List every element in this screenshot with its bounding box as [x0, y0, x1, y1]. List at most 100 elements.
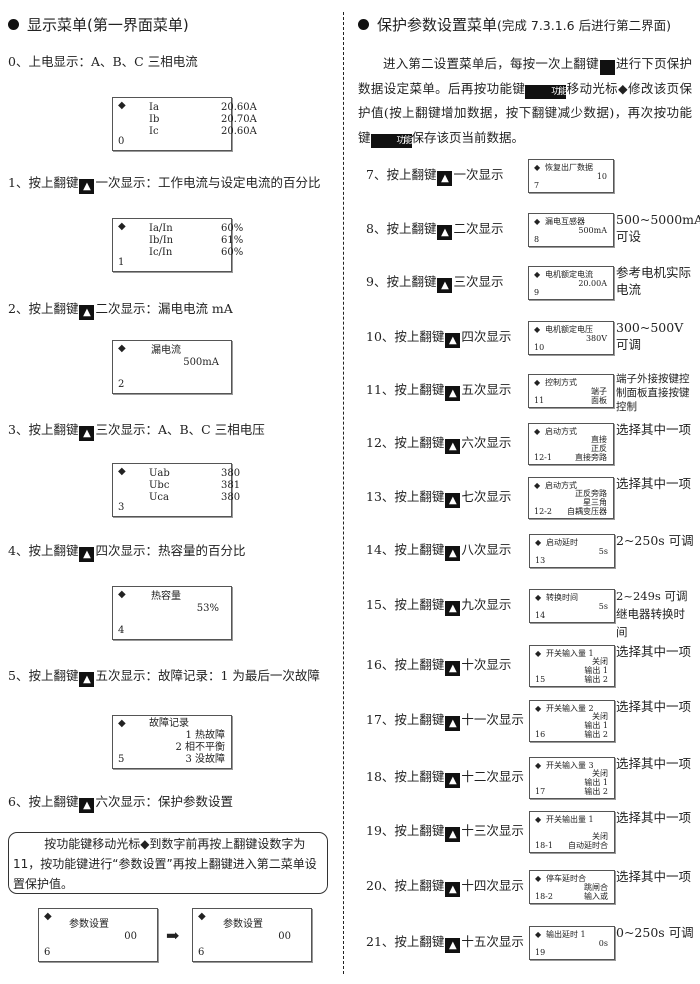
step-suffix: 十五次显示 — [461, 934, 524, 949]
display-index: 18-2 — [535, 892, 553, 901]
cursor-diamond-icon: ◆ — [118, 100, 126, 111]
up-key-icon: ▲ — [445, 661, 461, 676]
display-label: Uab — [149, 468, 170, 479]
display-value: 20.70A — [221, 114, 257, 125]
display-values: 5s — [599, 602, 608, 611]
up-key-icon: ▲ — [445, 386, 461, 401]
cursor-diamond-icon: ◆ — [118, 466, 126, 477]
display-title: 输出延时 1 — [546, 930, 586, 939]
display-row: 500mA — [149, 357, 219, 369]
cursor-diamond-icon: ◆ — [118, 343, 126, 354]
display-index: 11 — [534, 396, 545, 405]
display-value: 输出 2 — [584, 730, 608, 739]
display-value: 关闭 — [592, 712, 608, 721]
display-value: 60% — [221, 223, 244, 234]
display-value: 输出 2 — [584, 675, 608, 684]
display-title: 启动延时 — [546, 538, 578, 547]
display-title: 启动方式 — [545, 427, 577, 436]
display-label: Ic — [149, 126, 159, 137]
display-value: 输出 2 — [584, 787, 608, 796]
display-value: 输出 1 — [584, 666, 608, 675]
display-label: Ib — [149, 114, 160, 125]
display-title: 电机额定电压 — [545, 325, 593, 334]
display-values: 5s — [599, 547, 608, 556]
step-suffix: 四次显示：热容量的百分比 — [95, 543, 246, 558]
display-title: 启动方式 — [545, 481, 577, 490]
display-value: 星三角 — [583, 498, 607, 507]
step-suffix: 二次显示 — [453, 221, 504, 236]
up-key-icon: ▲ — [79, 426, 95, 441]
display-row: 3 没故障 — [149, 754, 225, 766]
step-label: 12、按上翻键▲六次显示 — [366, 435, 511, 454]
display-row: 参数设置 — [69, 919, 137, 931]
display-values: 380V — [586, 334, 607, 343]
cursor-diamond-icon: ◆ — [535, 874, 542, 883]
up-key-icon: ▲ — [437, 278, 453, 293]
display-title: 开关输入量 3 — [546, 761, 594, 770]
step-suffix: 六次显示：保护参数设置 — [95, 794, 233, 809]
side-note: 500~5000mA 可设 — [616, 212, 700, 244]
right-heading: 保护参数设置菜单(完成 7.3.1.6 后进行第二界面) — [358, 14, 671, 35]
cursor-diamond-icon: ◆ — [535, 649, 542, 658]
up-key-icon: ▲ — [79, 547, 95, 562]
step-prefix: 14、按上翻键 — [366, 542, 445, 557]
display-value: 60% — [221, 247, 244, 258]
up-key-icon: ▲ — [599, 60, 633, 75]
step-suffix: 二次显示：漏电电流 mA — [95, 301, 233, 316]
step-prefix: 8、按上翻键 — [366, 221, 437, 236]
display-label: Ia — [149, 102, 159, 113]
right-heading-note: (完成 7.3.1.6 后进行第二界面) — [497, 18, 671, 33]
step-label: 11、按上翻键▲五次显示 — [366, 382, 511, 401]
display-index: 6 — [44, 947, 51, 958]
step-suffix: 六次显示 — [461, 435, 512, 450]
intro-paragraph: 进入第二设置菜单后，每按一次上翻键▲进行下页保护数据设定菜单。后再按功能键功能移… — [358, 52, 692, 150]
display-value: 自动延时合 — [568, 841, 608, 850]
step-prefix: 11、按上翻键 — [366, 382, 445, 397]
step-label: 8、按上翻键▲二次显示 — [366, 221, 503, 240]
display-value: 直接 — [591, 435, 607, 444]
bullet-icon — [358, 19, 369, 30]
side-note: 选择其中一项 — [616, 476, 692, 491]
display-title: 开关输出量 1 — [546, 815, 594, 824]
step-label: 21、按上翻键▲十五次显示 — [366, 934, 524, 953]
cursor-diamond-icon: ◆ — [535, 704, 542, 713]
display-value: 1 热故障 — [185, 730, 225, 741]
cursor-diamond-icon: ◆ — [535, 930, 542, 939]
up-key-icon: ▲ — [445, 716, 461, 731]
paragraph-text: 保存该页当前数据。 — [411, 129, 525, 145]
display-values: 0s — [599, 939, 608, 948]
side-note: 2~249s 可调继电器转换时间 — [616, 589, 688, 639]
display-index: 19 — [535, 948, 546, 957]
side-note: 选择其中一项 — [616, 644, 692, 659]
step-suffix: 五次显示 — [461, 382, 512, 397]
display-index: 8 — [534, 235, 540, 244]
display-label: Ib/In — [149, 235, 174, 246]
display-row: 漏电流 — [151, 345, 219, 357]
up-key-icon: ▲ — [79, 305, 95, 320]
display-value: 面板 — [591, 396, 607, 405]
display-value: 00 — [124, 931, 137, 942]
up-key-icon: ▲ — [437, 171, 453, 186]
display-label: 参数设置 — [69, 919, 109, 930]
display-values: 10 — [597, 172, 607, 181]
cursor-diamond-icon: ◆ — [534, 481, 541, 490]
display-value: 关闭 — [592, 657, 608, 666]
cursor-diamond-icon: ◆ — [534, 217, 541, 226]
display-value: 关闭 — [592, 769, 608, 778]
